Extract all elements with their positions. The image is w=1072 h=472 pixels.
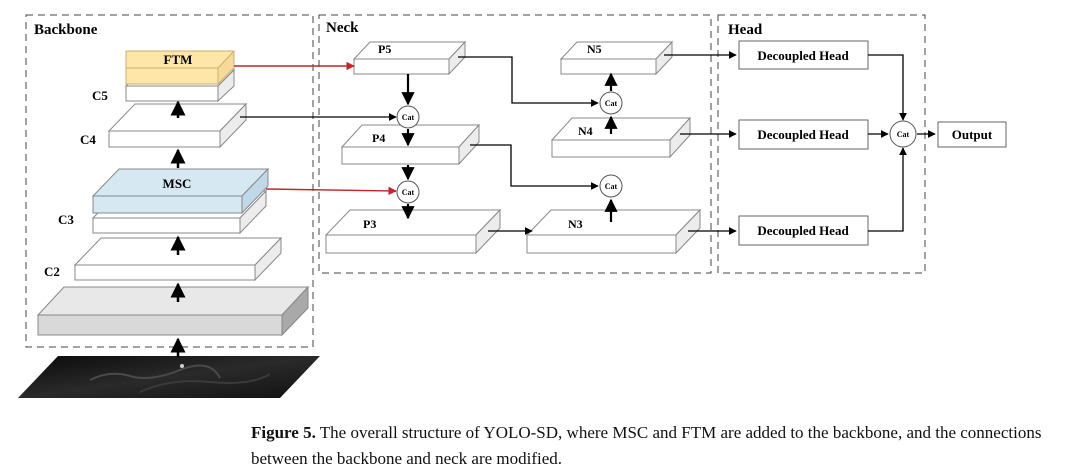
ftm-label: FTM (164, 52, 193, 67)
p4-block (340, 123, 481, 166)
backbone-input-layer (36, 285, 310, 337)
neck-section-border (318, 14, 712, 274)
n4-block (550, 116, 692, 159)
cat-node-p5-c4: Cat (396, 105, 420, 129)
cat-node-p4-msc: Cat (396, 180, 420, 204)
cat-node-head-label: Cat (897, 130, 910, 139)
yolo-sd-architecture-diagram: Backbone Neck Head C2 C3 MSC C4 (18, 14, 1007, 398)
arrow-p5-to-n5-cat (458, 56, 599, 107)
backbone-title: Backbone (34, 22, 98, 38)
p4-label: P4 (372, 131, 385, 145)
decoupled-head-middle: Decoupled Head (738, 119, 869, 150)
arrow-head-top-to-cat (868, 54, 907, 121)
cat-node-n5: Cat (599, 91, 623, 115)
cat-node-label: Cat (402, 113, 415, 122)
output-box: Output (937, 121, 1007, 148)
backbone-section-border (25, 14, 314, 348)
neck-title: Neck (326, 20, 359, 36)
cat-node-label: Cat (605, 182, 618, 191)
p5-label: P5 (378, 42, 391, 56)
head-title: Head (728, 22, 763, 38)
c3-label: C3 (58, 212, 74, 227)
cat-node-label: Cat (402, 188, 415, 197)
figure-caption-text: The overall structure of YOLO-SD, where … (251, 423, 1042, 468)
head-section-border (717, 14, 926, 274)
figure-caption: Figure 5. The overall structure of YOLO-… (251, 420, 1051, 472)
c2-label: C2 (44, 264, 60, 279)
c4-label: C4 (80, 132, 96, 147)
sar-input-image (18, 356, 320, 398)
red-arrow-msc-to-cat (265, 186, 397, 196)
decoupled-head-label: Decoupled Head (757, 223, 849, 238)
output-label: Output (952, 127, 993, 142)
decoupled-head-label: Decoupled Head (757, 127, 849, 142)
c4-layer (107, 102, 248, 149)
decoupled-head-label: Decoupled Head (757, 48, 849, 63)
n3-block (525, 208, 702, 255)
p3-label: P3 (363, 217, 376, 231)
n5-label: N5 (587, 42, 602, 56)
cat-node-label: Cat (605, 99, 618, 108)
arrow-p4-to-n4-cat (470, 144, 599, 190)
n5-block (559, 40, 674, 76)
c5-label: C5 (92, 88, 108, 103)
n3-label: N3 (568, 217, 583, 231)
figure-caption-label: Figure 5. (251, 423, 316, 442)
cat-node-head: Cat (889, 120, 917, 148)
arrow-head-bottom-to-cat (868, 147, 907, 232)
decoupled-head-bottom: Decoupled Head (738, 215, 869, 246)
p5-block (352, 40, 467, 76)
n4-label: N4 (578, 124, 593, 138)
cat-node-n4: Cat (599, 174, 623, 198)
p3-block (324, 208, 502, 255)
msc-block (91, 167, 270, 215)
ftm-block (125, 49, 235, 86)
decoupled-head-top: Decoupled Head (738, 40, 869, 70)
msc-label: MSC (163, 176, 192, 191)
